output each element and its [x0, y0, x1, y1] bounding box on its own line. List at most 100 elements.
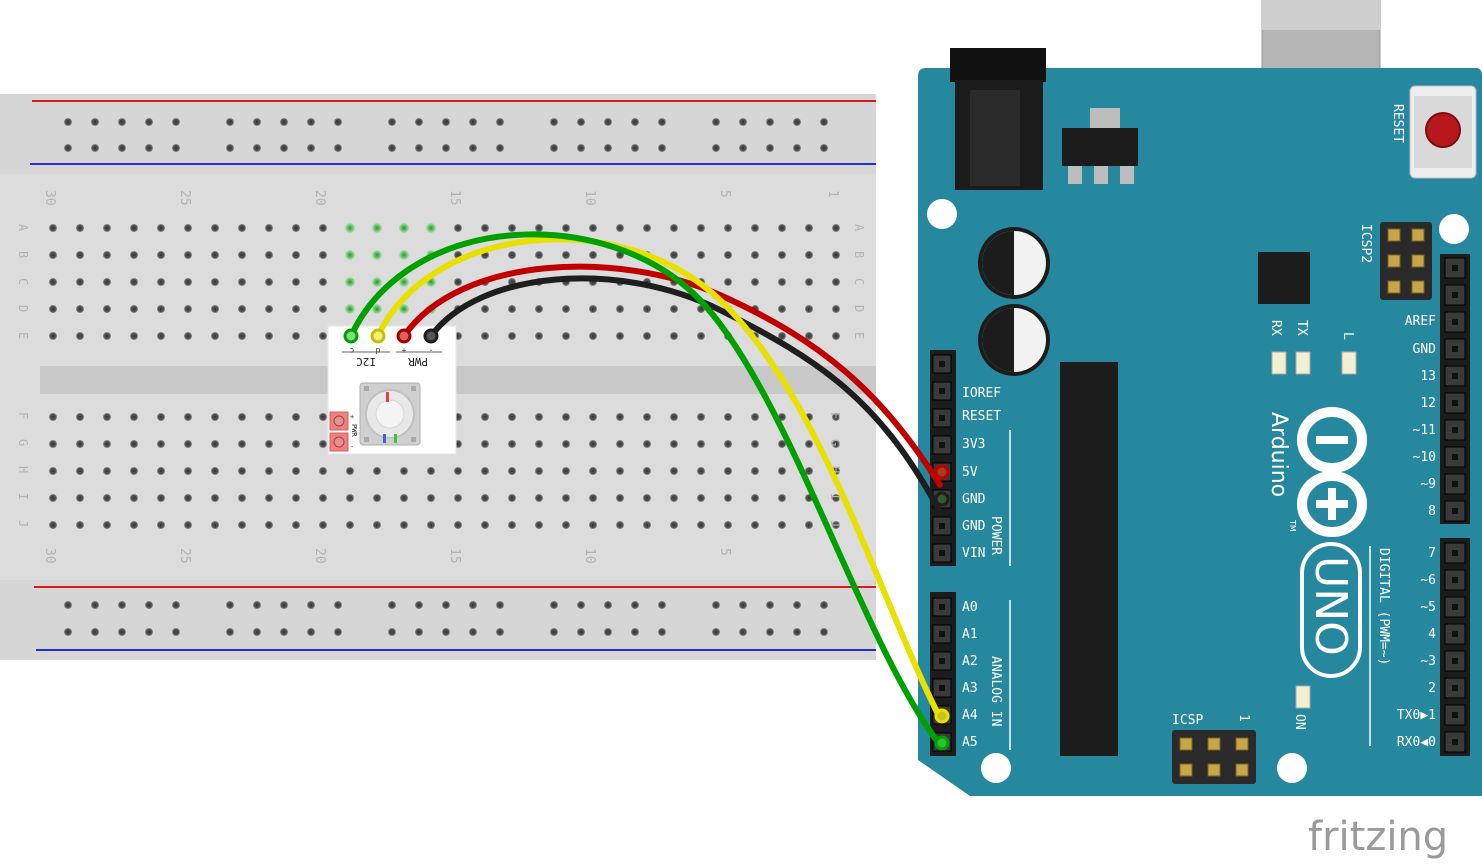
breadboard-hole [832, 251, 840, 259]
sensor-i2c-label: I2C [356, 355, 376, 368]
row-letter-e-right: E [852, 332, 866, 339]
power-rail-hole [739, 144, 747, 152]
breadboard-hole [76, 278, 84, 286]
led-rx-label: RX [1268, 320, 1283, 336]
row-letter-b-left: B [16, 251, 30, 258]
breadboard-hole [832, 224, 840, 232]
header-pin-socket [939, 523, 945, 529]
pin-label-0: RX0◀0 [1397, 735, 1436, 750]
header-pin-socket [1452, 739, 1458, 745]
breadboard-hole [616, 224, 624, 232]
breadboard-hole [103, 278, 111, 286]
breadboard-hole [319, 521, 327, 529]
icsp2-pins [1387, 228, 1425, 294]
sensor-chip-corner-4 [411, 437, 416, 442]
power-rail-hole [658, 601, 666, 609]
pin-label-2: 2 [1428, 681, 1436, 696]
breadboard-hole [805, 332, 813, 340]
power-rail-hole [631, 118, 639, 126]
power-rail-hole [226, 118, 234, 126]
connected-hole [372, 277, 382, 287]
led-tx [1295, 351, 1311, 375]
red-wire-end-5v [934, 464, 950, 480]
power-rail-hole [793, 144, 801, 152]
icsp-pin [1387, 280, 1401, 294]
power-rail-hole [64, 601, 72, 609]
pin-label-5v: 5V [962, 465, 978, 480]
breadboard-hole [751, 494, 759, 502]
breadboard-hole [319, 332, 327, 340]
power-header-labels: IOREF RESET 3V3 5V GND GND VIN [962, 386, 1001, 561]
power-rail-hole [280, 144, 288, 152]
breadboard-hole [184, 413, 192, 421]
pin-label-gnd-2: GND [962, 519, 986, 534]
connected-hole [345, 223, 355, 233]
sensor-side-pad-minus-hole [333, 436, 345, 448]
power-rail-hole [253, 601, 261, 609]
header-pin-socket [1452, 658, 1458, 664]
breadboard-hole [697, 332, 705, 340]
breadboard-hole [238, 440, 246, 448]
breadboard-hole [157, 224, 165, 232]
red-wire[interactable] [401, 263, 943, 488]
breadboard-hole [724, 521, 732, 529]
capacitor-1 [978, 227, 1050, 299]
breadboard-hole [778, 467, 786, 475]
power-rail-hole [820, 118, 828, 126]
analog-header[interactable] [930, 592, 956, 756]
power-rail-hole [739, 601, 747, 609]
fritzing-watermark: fritzing [1308, 814, 1448, 860]
breadboard-hole [373, 494, 381, 502]
breadboard-hole [292, 332, 300, 340]
breadboard-hole [103, 332, 111, 340]
pin-label-5: ~5 [1420, 600, 1436, 615]
breadboard-hole [427, 494, 435, 502]
power-rail-hole [793, 601, 801, 609]
breadboard-hole [49, 494, 57, 502]
usb-serial-chip [1258, 252, 1310, 304]
icsp-pin [1207, 737, 1221, 751]
black-wire[interactable] [428, 275, 943, 515]
col-num-30-top: 30 [42, 190, 57, 206]
regulator-tab [1090, 108, 1120, 128]
yellow-wire[interactable] [375, 236, 943, 721]
sensor-module[interactable]: c d + - I2C PWR PWR + - [327, 325, 457, 455]
breadboard-hole [481, 305, 489, 313]
breadboard-hole [157, 278, 165, 286]
power-rail-hole [388, 628, 396, 636]
green-wire[interactable] [348, 231, 943, 748]
arduino-trademark: TM [1288, 519, 1297, 532]
reset-button[interactable] [1409, 85, 1477, 179]
breadboard-hole [832, 440, 840, 448]
sensor-side-pwr-label: PWR [350, 424, 358, 437]
sensor-blue-marker [383, 434, 386, 443]
header-pin-socket [1452, 631, 1458, 637]
breadboard-hole [535, 494, 543, 502]
breadboard-hole [265, 305, 273, 313]
breadboard-hole [481, 332, 489, 340]
header-pin-socket [1452, 577, 1458, 583]
pin-label-4: 4 [1428, 627, 1436, 642]
power-rail-hole [334, 601, 342, 609]
breadboard-hole [400, 494, 408, 502]
breadboard-hole [724, 413, 732, 421]
icsp-header[interactable] [1172, 730, 1256, 784]
power-rail-hole [172, 601, 180, 609]
power-rail-hole [496, 144, 504, 152]
breadboard-hole [103, 224, 111, 232]
power-rail-hole [307, 628, 315, 636]
breadboard-hole [562, 413, 570, 421]
breadboard-hole [805, 521, 813, 529]
breadboard-hole [103, 251, 111, 259]
breadboard-hole [76, 305, 84, 313]
icsp-pin [1179, 763, 1193, 777]
header-pin-socket [939, 361, 945, 367]
breadboard-hole [670, 251, 678, 259]
breadboard-hole [265, 224, 273, 232]
column-numbers-top: 30 25 20 15 10 5 1 [42, 190, 840, 206]
breadboard-hole [211, 224, 219, 232]
power-rail-hole [793, 628, 801, 636]
breadboard-hole [535, 440, 543, 448]
power-rail-hole [766, 628, 774, 636]
breadboard-hole [454, 494, 462, 502]
